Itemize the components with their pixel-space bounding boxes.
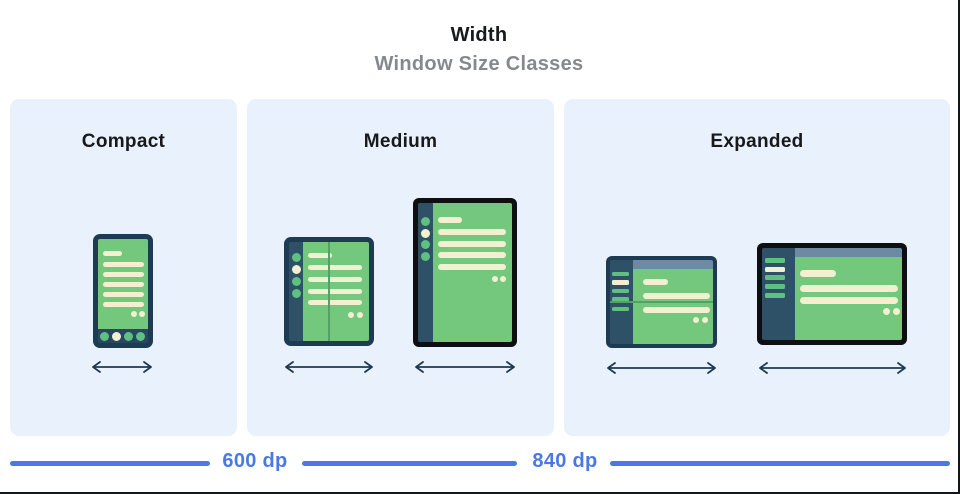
placeholder-line bbox=[103, 292, 144, 297]
placeholder-line bbox=[643, 279, 668, 285]
sidebar-bar bbox=[612, 288, 629, 293]
rail-dot bbox=[421, 251, 430, 261]
placeholder-dot bbox=[357, 312, 363, 318]
placeholder-line bbox=[438, 240, 506, 247]
width-arrow-icon bbox=[415, 361, 515, 373]
sidebar-bar bbox=[765, 258, 785, 263]
panel-expanded: Expanded bbox=[564, 99, 950, 436]
placeholder-line bbox=[103, 251, 122, 256]
placeholder-dot bbox=[702, 317, 708, 323]
placeholder-line bbox=[103, 302, 144, 307]
rail-dot bbox=[421, 240, 430, 249]
placeholder-dot bbox=[131, 311, 137, 317]
nav-rail bbox=[289, 242, 303, 341]
sidebar-bar bbox=[765, 275, 785, 280]
placeholder-line bbox=[308, 265, 362, 270]
tablet-content-area bbox=[795, 257, 902, 340]
sidebar-bar bbox=[612, 297, 629, 302]
fold-line bbox=[328, 242, 330, 341]
sidebar-bar bbox=[765, 266, 785, 272]
foldable-landscape-mockup bbox=[606, 256, 717, 348]
width-arrow-icon bbox=[92, 361, 152, 373]
placeholder-line bbox=[103, 282, 144, 287]
sidebar-bar bbox=[765, 283, 785, 289]
panel-expanded-title: Expanded bbox=[710, 131, 804, 152]
foldable-portrait-mockup bbox=[284, 237, 374, 346]
nav-dot bbox=[124, 331, 133, 341]
sidebar-bar bbox=[612, 306, 629, 311]
rail-dot bbox=[291, 288, 301, 298]
top-app-bar bbox=[795, 248, 902, 257]
phone-nav-bar bbox=[98, 329, 148, 343]
nav-rail bbox=[418, 203, 433, 342]
placeholder-line bbox=[308, 300, 362, 305]
placeholder-line bbox=[643, 292, 710, 299]
placeholder-line bbox=[308, 288, 362, 294]
nav-dot bbox=[100, 331, 109, 341]
placeholder-line bbox=[438, 217, 462, 223]
width-arrow-icon bbox=[759, 362, 906, 374]
rail-dot bbox=[291, 277, 301, 286]
ruler-line-segment bbox=[10, 461, 210, 466]
rail-dot bbox=[421, 228, 430, 238]
placeholder-dot bbox=[893, 308, 900, 315]
sidebar bbox=[762, 248, 795, 340]
sidebar-bar bbox=[612, 280, 629, 285]
rail-dot bbox=[291, 253, 301, 262]
fold-line bbox=[610, 301, 713, 303]
placeholder-line bbox=[438, 252, 506, 258]
placeholder-line bbox=[800, 270, 836, 277]
placeholder-line bbox=[308, 253, 332, 258]
placeholder-line bbox=[103, 262, 144, 267]
placeholder-line bbox=[438, 263, 506, 270]
placeholder-dot bbox=[348, 312, 354, 318]
placeholder-dot bbox=[883, 308, 890, 315]
sidebar-bar bbox=[612, 271, 629, 276]
placeholder-line bbox=[643, 306, 710, 313]
placeholder-line bbox=[800, 285, 898, 292]
placeholder-dot bbox=[139, 311, 145, 317]
page-title: Width bbox=[450, 24, 508, 46]
placeholder-line bbox=[103, 272, 144, 277]
nav-dot bbox=[136, 331, 145, 341]
rail-dot bbox=[421, 217, 430, 226]
placeholder-dot bbox=[693, 317, 699, 323]
width-arrow-icon bbox=[285, 361, 373, 373]
placeholder-line bbox=[800, 297, 898, 304]
foldable-content-area bbox=[633, 269, 713, 344]
rail-dot bbox=[291, 265, 301, 274]
placeholder-line bbox=[308, 277, 362, 282]
placeholder-dot bbox=[500, 276, 506, 282]
panel-medium-title: Medium bbox=[363, 131, 438, 152]
ruler-line-segment bbox=[302, 461, 517, 466]
foldable-screen bbox=[303, 242, 369, 341]
top-app-bar bbox=[633, 260, 713, 269]
placeholder-dot bbox=[492, 276, 498, 282]
panel-compact: Compact bbox=[10, 99, 237, 436]
tablet-screen bbox=[433, 203, 512, 342]
phone-screen bbox=[98, 239, 148, 329]
breakpoint-840dp-label: 840 dp bbox=[532, 450, 598, 472]
placeholder-line bbox=[438, 229, 506, 235]
breakpoint-600dp-label: 600 dp bbox=[222, 450, 288, 472]
tablet-landscape-mockup bbox=[757, 243, 907, 345]
panel-medium: Medium bbox=[247, 99, 554, 436]
tablet-portrait-mockup bbox=[413, 198, 517, 347]
sidebar-bar bbox=[765, 292, 785, 298]
nav-dot bbox=[112, 331, 121, 341]
width-arrow-icon bbox=[607, 362, 716, 374]
page-subtitle: Window Size Classes bbox=[374, 53, 584, 75]
phone-mockup bbox=[93, 234, 153, 348]
ruler-line-segment bbox=[610, 461, 950, 466]
panel-compact-title: Compact bbox=[81, 131, 166, 152]
